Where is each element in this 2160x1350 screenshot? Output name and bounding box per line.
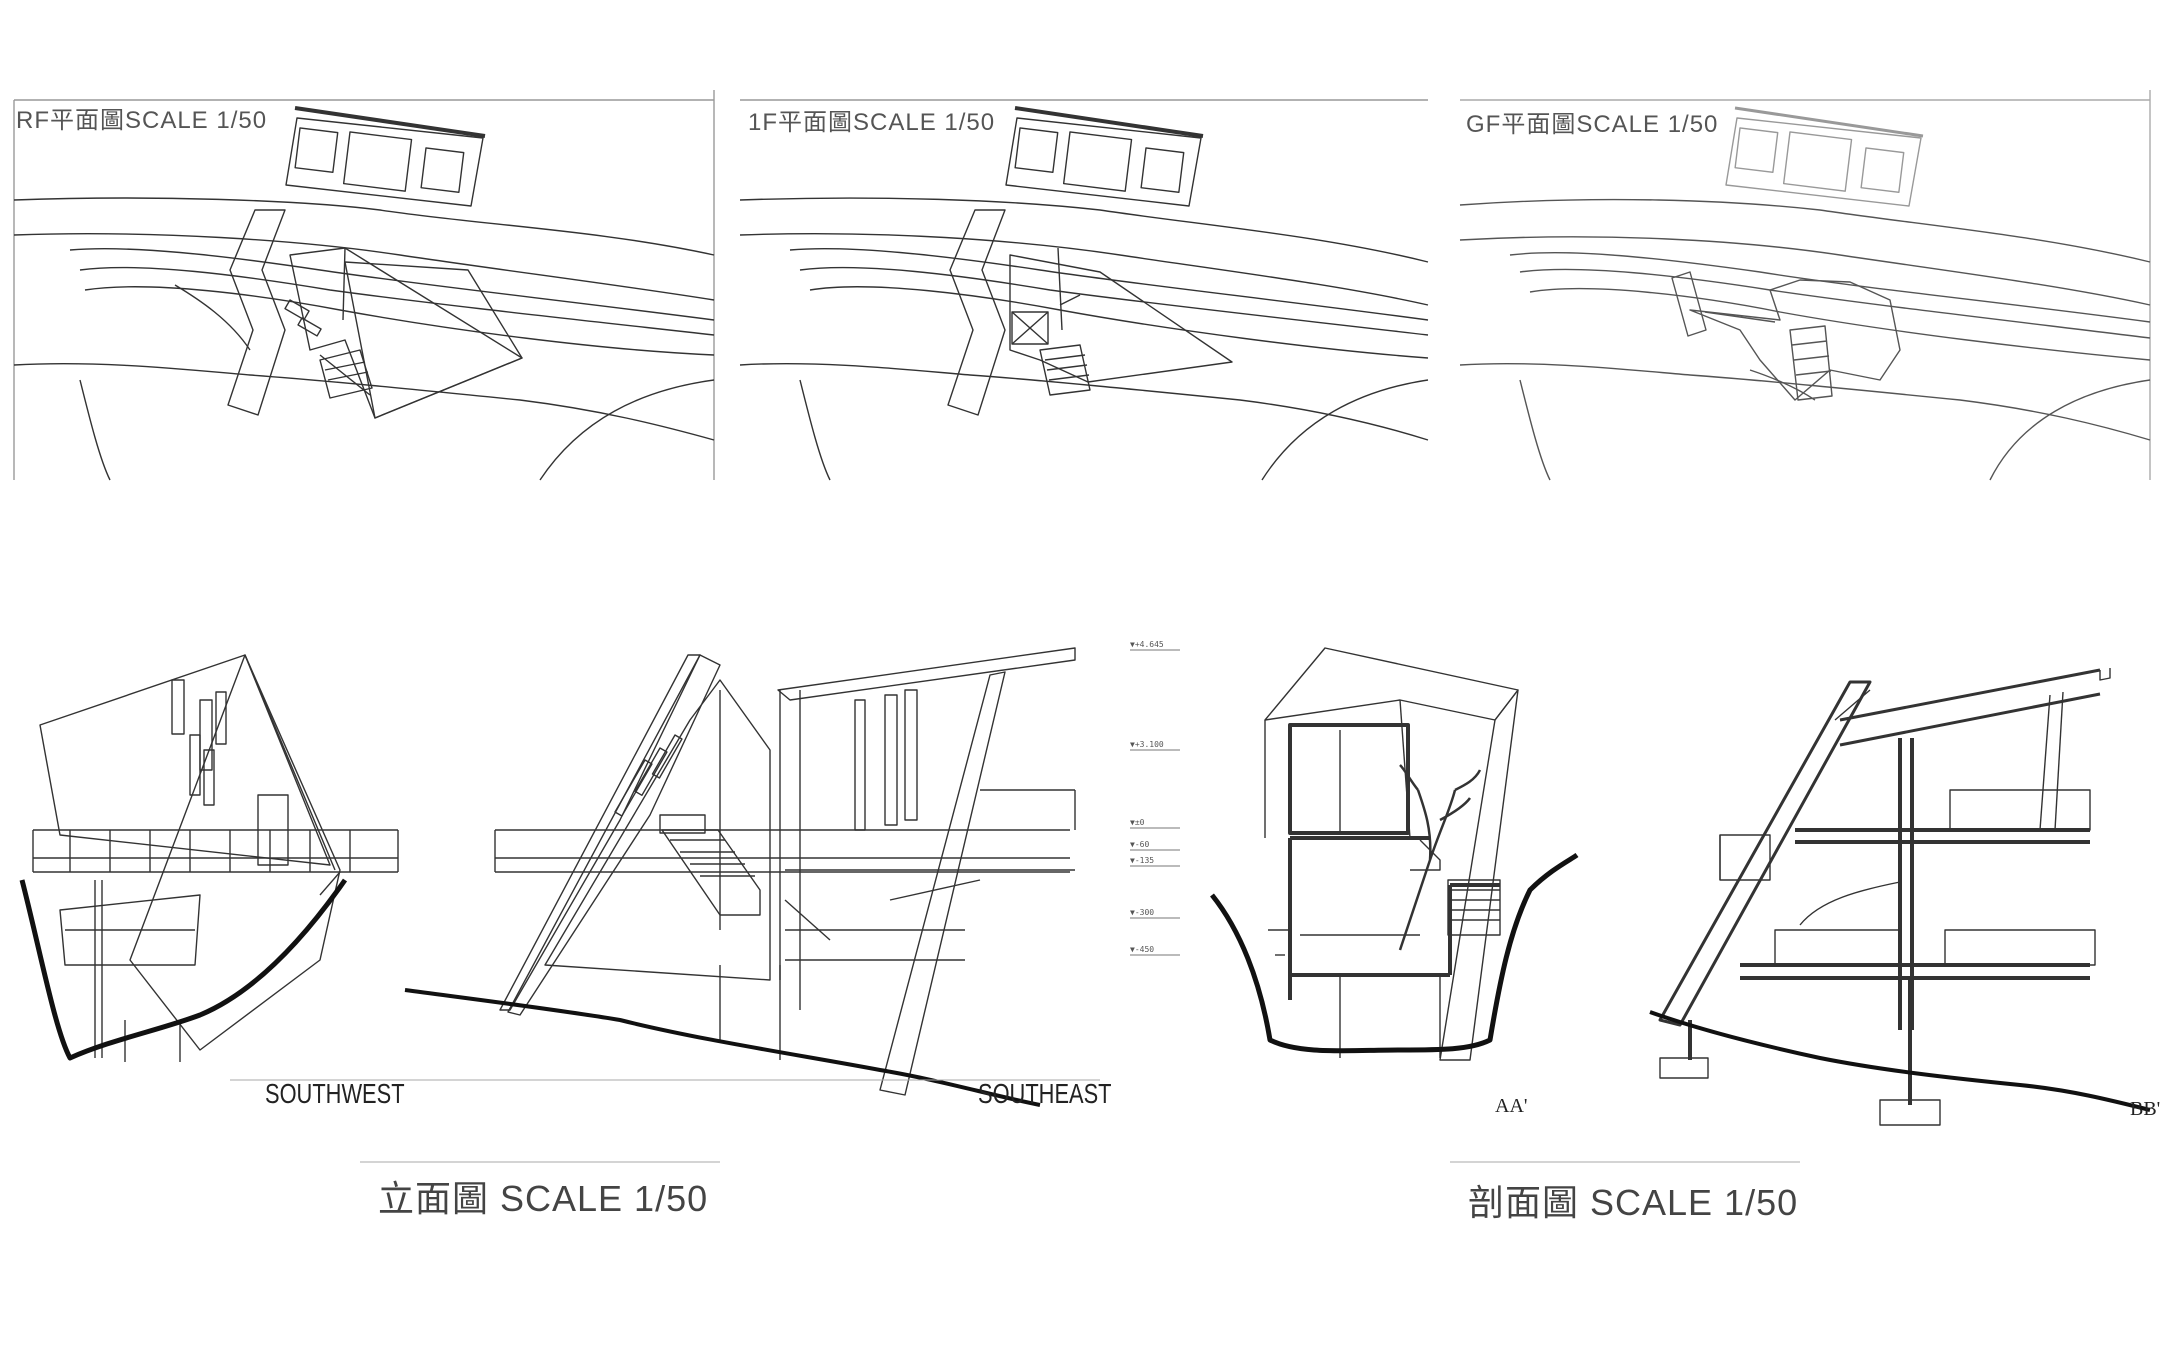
section-bb-label: BB' (2130, 1098, 2160, 1120)
gf-plan-title: GF平面圖SCALE 1/50 (1466, 111, 1719, 138)
level-mark: ▼-450 (1130, 945, 1155, 954)
1f-plan-title: 1F平面圖SCALE 1/50 (748, 109, 996, 136)
level-mark: ▼-300 (1130, 908, 1155, 917)
southeast-elevation-drawing (404, 647, 1076, 1107)
rf-plan-drawing (13, 90, 715, 481)
southeast-label: SOUTHEAST (978, 1078, 1112, 1109)
southwest-elevation-drawing (19, 654, 399, 1062)
level-mark: ▼±0 (1130, 818, 1145, 827)
rf-plan-title: RF平面圖SCALE 1/50 (16, 107, 268, 134)
level-mark: ▼+3.100 (1130, 740, 1164, 749)
section-aa-label: AA' (1495, 1095, 1528, 1117)
level-mark: ▼-135 (1130, 856, 1155, 865)
section-group-title: 剖面圖 SCALE 1/50 (1468, 1182, 1799, 1223)
section-aa-drawing (1210, 647, 1579, 1061)
southwest-label: SOUTHWEST (265, 1078, 405, 1109)
section-bb-drawing (1649, 668, 2151, 1126)
level-marker-lines (1130, 649, 1180, 956)
registration-marks (230, 1079, 1800, 1163)
level-mark: ▼+4.645 (1130, 640, 1164, 649)
gf-plan-drawing (1459, 90, 2151, 481)
level-mark: ▼-60 (1130, 840, 1150, 849)
1f-plan-drawing (739, 99, 1429, 481)
elevation-group-title: 立面圖 SCALE 1/50 (378, 1178, 709, 1219)
